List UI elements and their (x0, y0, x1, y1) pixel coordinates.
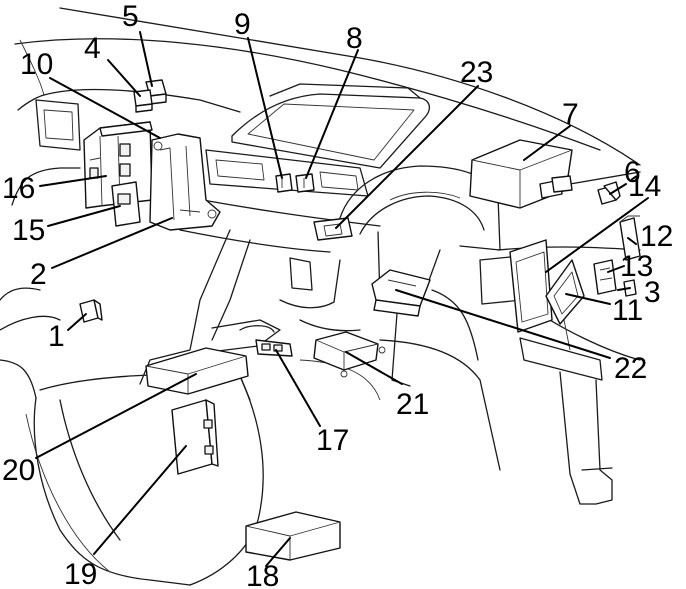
callout-15: 15 (12, 214, 45, 247)
relay-15 (111, 181, 141, 227)
module-19 (171, 399, 219, 475)
callout-22: 22 (614, 352, 647, 385)
callout-9: 9 (234, 8, 251, 41)
callout-labels: 5 4 10 9 8 23 7 6 14 12 13 3 11 16 15 2 … (2, 0, 673, 589)
callout-5: 5 (122, 0, 139, 33)
callout-14: 14 (628, 170, 661, 203)
relay-1 (79, 299, 103, 323)
console-box-20 (145, 347, 249, 395)
callout-11: 11 (612, 294, 643, 327)
connector-17 (255, 339, 293, 357)
callout-3: 3 (644, 276, 661, 309)
callout-17: 17 (316, 424, 349, 457)
callout-20: 20 (2, 454, 35, 487)
callout-10: 10 (20, 48, 53, 81)
connector-23 (313, 217, 353, 241)
callout-13: 13 (620, 250, 653, 283)
callout-16: 16 (2, 172, 35, 205)
callout-19: 19 (64, 558, 97, 589)
junction-block-14 (509, 239, 553, 333)
module-22 (371, 269, 431, 317)
callout-1: 1 (48, 320, 65, 353)
callout-7: 7 (562, 98, 579, 131)
callout-2: 2 (30, 258, 47, 291)
callout-23: 23 (460, 56, 493, 89)
callout-6: 6 (624, 156, 641, 189)
callout-12: 12 (640, 220, 673, 253)
callout-8: 8 (346, 22, 363, 55)
relay-8 (295, 173, 315, 193)
ecu-7 (469, 139, 573, 209)
leader-lines (35, 31, 649, 567)
relay-6 (597, 181, 621, 205)
callout-21: 21 (396, 388, 429, 421)
component-parts (79, 79, 641, 561)
callout-4: 4 (84, 32, 101, 65)
ecu-block-2 (149, 133, 221, 231)
relay-13 (593, 259, 617, 295)
module-18 (245, 511, 341, 561)
relay-9 (275, 173, 293, 193)
callout-18: 18 (246, 560, 279, 589)
